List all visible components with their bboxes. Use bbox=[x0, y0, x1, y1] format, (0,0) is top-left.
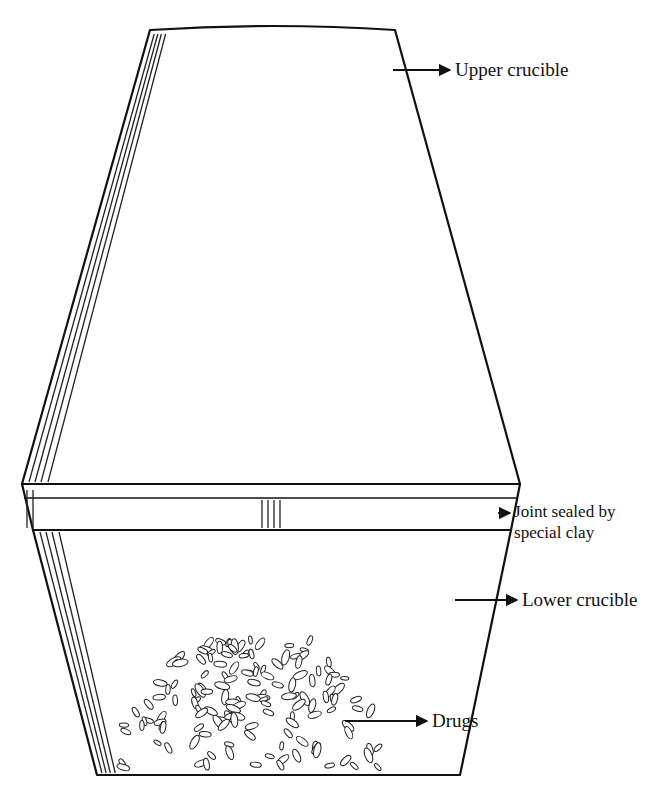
joint-band bbox=[22, 484, 520, 530]
upper-crucible bbox=[22, 26, 520, 484]
shading-hatch bbox=[27, 34, 280, 773]
drug-pieces bbox=[116, 635, 383, 772]
callout-label: Joint sealed by special clay bbox=[514, 501, 652, 544]
leader-arrows bbox=[345, 70, 517, 721]
callout-label: Lower crucible bbox=[522, 588, 638, 612]
lower-crucible bbox=[33, 530, 511, 775]
callout-label: Upper crucible bbox=[455, 58, 568, 82]
callout-label: Drugs bbox=[432, 709, 478, 733]
